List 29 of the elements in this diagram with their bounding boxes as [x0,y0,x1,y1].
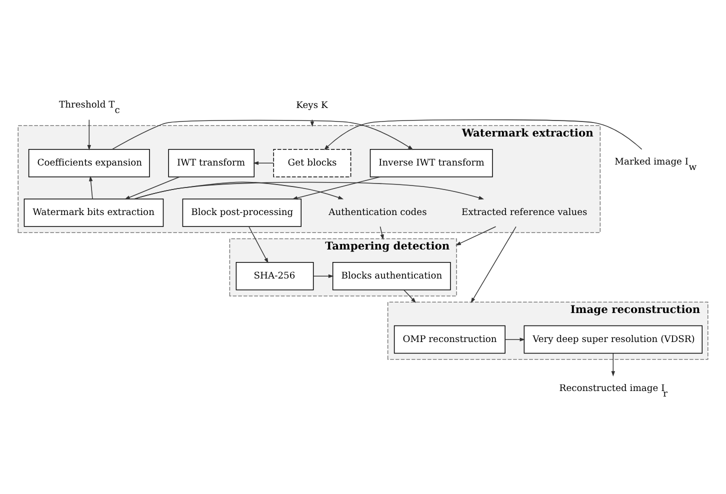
node-box: SHA-256 [236,262,314,290]
node-box: Block post-processing [182,198,302,226]
arrow [404,289,416,302]
node-box: OMP reconstruction [394,324,506,354]
arrow [134,181,484,200]
arrow [504,337,526,341]
arrow [380,226,384,240]
node-text: Keys K [296,100,328,111]
arrow [253,160,274,164]
arrow [87,118,92,150]
node-box: Very deep super resolution (VDSR) [524,324,703,354]
arrow [611,352,616,376]
node-box: Inverse IWT transform [370,148,493,177]
arrow [134,181,344,199]
node-text: Authentication codes [328,206,427,218]
arrow [312,274,334,278]
node-box: IWT transform [168,148,255,177]
node-box: Blocks authentication [332,262,451,290]
arrow [124,176,180,199]
arrow [88,175,93,199]
arrow [324,118,642,150]
arrow [248,226,268,263]
node-box: Coefficients expansion [28,148,150,177]
arrow [470,226,516,303]
arrow [292,176,380,200]
node-text: Extracted reference values [462,206,588,218]
node-box: Get blocks [273,148,352,177]
node-box: Watermark bits extraction [24,198,164,226]
arrow [456,226,496,245]
